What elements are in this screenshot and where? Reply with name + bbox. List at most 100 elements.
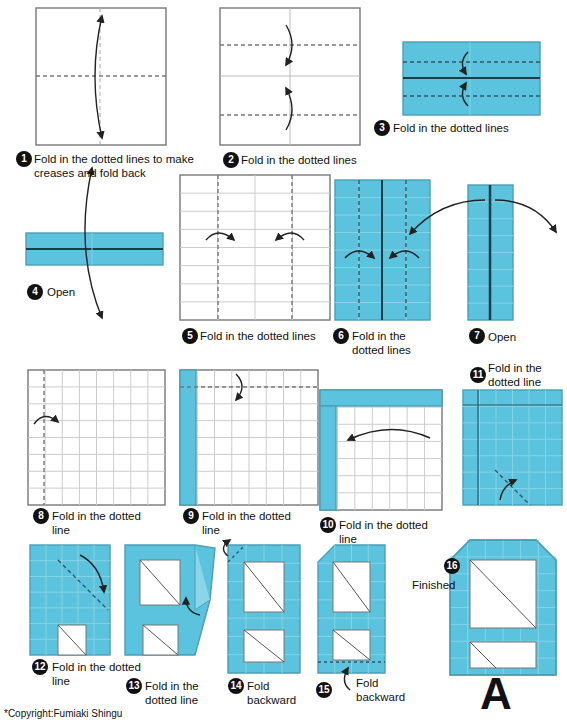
grid-line [180, 193, 330, 194]
step-caption: Fold backward [247, 679, 309, 707]
step-number-circle: 12 [32, 659, 48, 675]
step-drawing [320, 390, 442, 510]
grid-line [28, 437, 165, 438]
grid-line [180, 301, 330, 302]
grid-line [320, 475, 442, 476]
step-number-circle: 15 [316, 682, 332, 698]
step-drawing [125, 545, 215, 655]
grid-line [30, 592, 110, 593]
grid-line [337, 390, 338, 510]
step-drawing [318, 545, 385, 690]
step-number: 10 [322, 519, 333, 530]
step-number-circle: 13 [126, 678, 142, 694]
grid-line [406, 180, 407, 320]
grid-line [424, 390, 425, 510]
grid-line [382, 180, 383, 320]
step-number: 1 [21, 153, 27, 164]
grid-line [30, 623, 110, 624]
grid-line [479, 390, 480, 505]
step-number-circle: 8 [33, 508, 49, 524]
step-number: 5 [187, 330, 193, 341]
grid-line [180, 437, 318, 438]
step-number-circle: 1 [16, 151, 32, 167]
step-number-circle: 14 [228, 678, 244, 694]
step-number: 15 [318, 684, 329, 695]
grid-line [318, 618, 385, 619]
grid-line [180, 265, 330, 266]
step-caption: Fold in the dotted line [339, 518, 439, 546]
grid-line [450, 556, 556, 557]
grid-line [320, 458, 442, 459]
step-number: 14 [230, 680, 241, 691]
grid-line [46, 545, 47, 655]
step-number: 8 [38, 510, 44, 521]
step-number: 16 [446, 560, 457, 571]
step-caption: Fold in the dotted lines [352, 329, 432, 357]
step-number-circle: 10 [320, 517, 336, 533]
step-drawing [220, 8, 360, 145]
step-caption: Fold in the dotted lines to make creases… [34, 152, 199, 180]
step-number: 2 [228, 154, 234, 165]
step-number-circle: 11 [470, 367, 486, 383]
step-caption: Fold in the dotted line [488, 361, 564, 389]
step-caption: Fold in the dotted line [202, 509, 302, 537]
step-number-circle: 6 [333, 328, 349, 344]
grid-line [180, 403, 318, 404]
grid-line [180, 283, 330, 284]
grid-line [389, 390, 390, 510]
step-caption: Finished [412, 578, 472, 592]
grid-line [180, 211, 330, 212]
copyright-note: *Copyright:Fumiaki Shingu [4, 707, 224, 721]
letter-title: A [466, 672, 526, 716]
step-caption: Fold in the dotted lines [241, 153, 391, 167]
grid-line [529, 390, 530, 505]
grid-line [180, 386, 318, 387]
grid-line [28, 471, 165, 472]
grid-line [28, 454, 165, 455]
grid-line [180, 420, 318, 421]
step-drawing [223, 540, 300, 673]
grid-line [407, 390, 408, 510]
grid-line [180, 247, 330, 248]
grid-line [358, 180, 359, 320]
grid-line [320, 424, 442, 425]
step-drawing [410, 185, 556, 320]
grid-line [28, 420, 165, 421]
step-caption: Fold in the dotted lines [200, 329, 350, 343]
grid-line [320, 441, 442, 442]
grid-line [228, 618, 300, 619]
grid-line [372, 390, 373, 510]
step-number-circle: 7 [469, 328, 485, 344]
step-caption: Fold in the dotted line [52, 509, 152, 537]
step-number: 6 [338, 330, 344, 341]
step-caption: Fold in the dotted lines [393, 121, 543, 135]
step-number: 3 [379, 122, 385, 133]
step-number: 12 [34, 661, 45, 672]
step-number: 11 [473, 369, 484, 380]
grid-line [320, 492, 442, 493]
step-number-circle: 16 [444, 558, 460, 574]
grid-line [496, 390, 497, 505]
grid-line [28, 403, 165, 404]
step-caption: Open [488, 330, 548, 344]
grid-line [545, 390, 546, 505]
grid-line [30, 607, 110, 608]
step-number-circle: 3 [374, 120, 390, 136]
grid-line [180, 454, 318, 455]
step-caption: Fold in the dotted line [145, 679, 225, 707]
step-number-circle: 9 [183, 508, 199, 524]
step-drawing [28, 370, 165, 505]
step-drawing [180, 370, 318, 505]
step-caption: Open [47, 285, 107, 299]
step-caption: Fold in the dotted line [52, 660, 152, 688]
grid-line [30, 576, 110, 577]
step-number: 7 [474, 330, 480, 341]
grid-line [28, 386, 165, 387]
grid-line [94, 545, 95, 655]
grid-line [320, 407, 442, 408]
step-number-circle: 5 [182, 328, 198, 344]
grid-line [180, 488, 318, 489]
step-number-circle: 4 [27, 284, 43, 300]
step-drawing [180, 175, 330, 320]
